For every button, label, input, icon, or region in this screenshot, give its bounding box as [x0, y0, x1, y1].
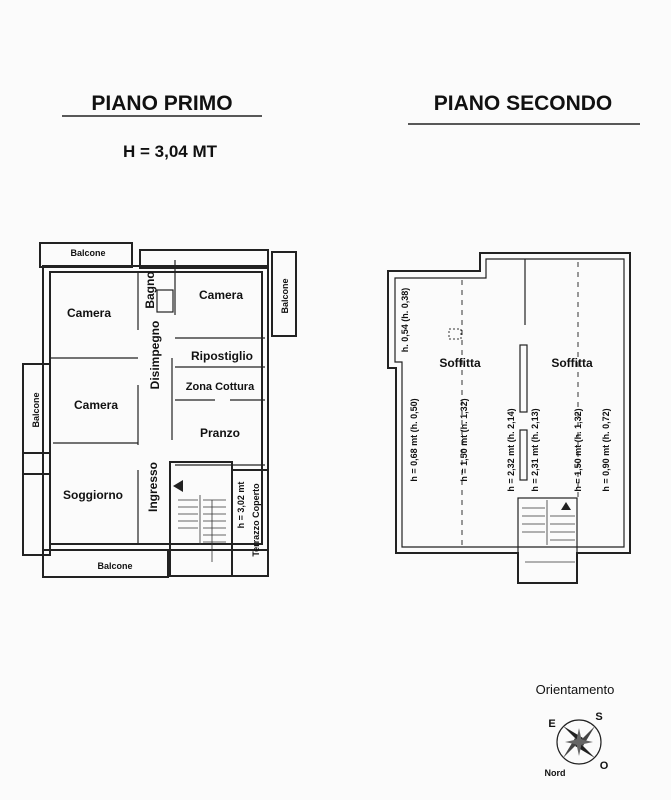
ceiling-height: h = 0,68 mt (h. 0,50) — [409, 398, 419, 481]
room-bagno: Bagno — [143, 271, 157, 308]
compass-nord: Nord — [545, 768, 566, 778]
room-zona-cottura: Zona Cottura — [186, 381, 255, 393]
room-camera: Camera — [199, 288, 243, 302]
room-balcone: Balcone — [280, 278, 290, 313]
ceiling-height: h = 1,50 mt (h. 1,32) — [459, 398, 469, 481]
compass-o: O — [600, 760, 609, 772]
ceiling-height: h. 0,54 (h. 0,38) — [400, 288, 410, 353]
room-pranzo: Pranzo — [200, 426, 240, 440]
title-piano-secondo: PIANO SECONDO — [434, 92, 613, 115]
ceiling-height: h = 0,90 mt (h. 0,72) — [601, 408, 611, 491]
room-soggiorno: Soggiorno — [63, 488, 123, 502]
ceiling-height: h = 2,32 mt (h. 2,14) — [506, 408, 516, 491]
title-piano-primo: PIANO PRIMO — [91, 92, 232, 115]
room-camera: Camera — [74, 398, 118, 412]
plan-piano-secondo — [387, 252, 631, 584]
room-disimpegno: Disimpegno — [148, 321, 162, 390]
room-soffitta: Soffitta — [439, 356, 481, 370]
room-balcone: Balcone — [97, 561, 132, 571]
compass-label: Orientamento — [536, 682, 615, 697]
room-terrazzo-coperto: Terrazzo Coperto — [251, 483, 261, 557]
ceiling-height: h = 2,31 mt (h. 2,13) — [530, 408, 540, 491]
terrazzo-height: h = 3,02 mt — [236, 482, 246, 529]
compass-s: S — [595, 711, 602, 723]
stair-arrow-icon — [561, 502, 571, 510]
room-balcone: Balcone — [70, 248, 105, 258]
room-camera: Camera — [67, 306, 111, 320]
compass-rose-icon — [556, 719, 602, 765]
entrance-arrow-icon — [173, 480, 183, 492]
floor-height: H = 3,04 MT — [123, 142, 218, 161]
plan-piano-primo — [22, 242, 297, 578]
room-balcone: Balcone — [31, 392, 41, 427]
room-ingresso: Ingresso — [146, 462, 160, 512]
room-soffitta: Soffitta — [551, 356, 593, 370]
compass-e: E — [548, 718, 555, 730]
ceiling-height: h = 1,50 mt (h. 1,32) — [573, 408, 583, 491]
room-ripostiglio: Ripostiglio — [191, 349, 253, 363]
